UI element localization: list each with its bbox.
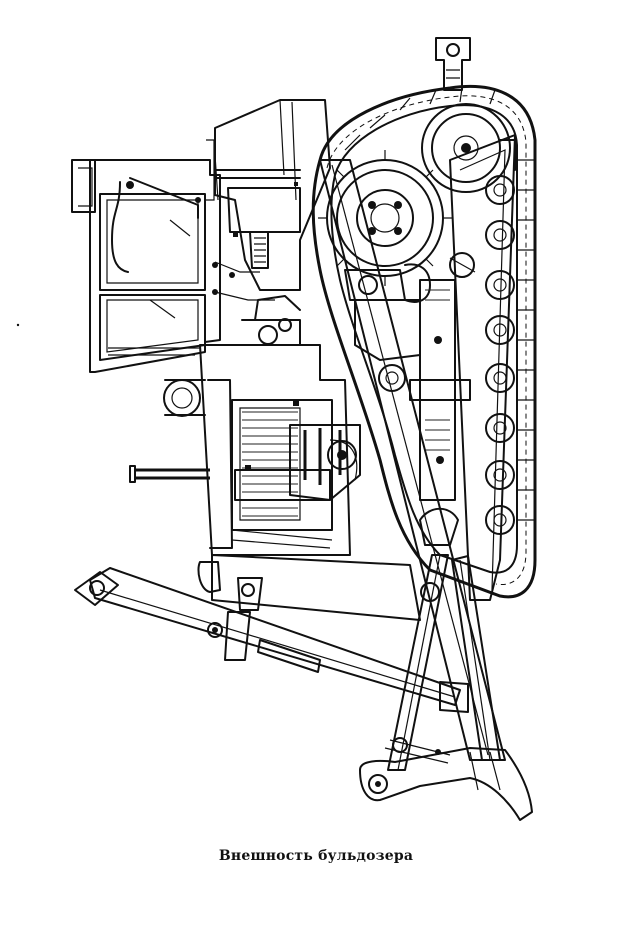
transmission-unit [212, 252, 476, 501]
stray-dot [16, 323, 20, 327]
figure-caption: Внешность бульдозера [218, 848, 414, 864]
track-assembly [311, 84, 537, 601]
engine-hood [206, 99, 331, 291]
blade-assembly [74, 37, 533, 821]
cab [71, 159, 221, 373]
